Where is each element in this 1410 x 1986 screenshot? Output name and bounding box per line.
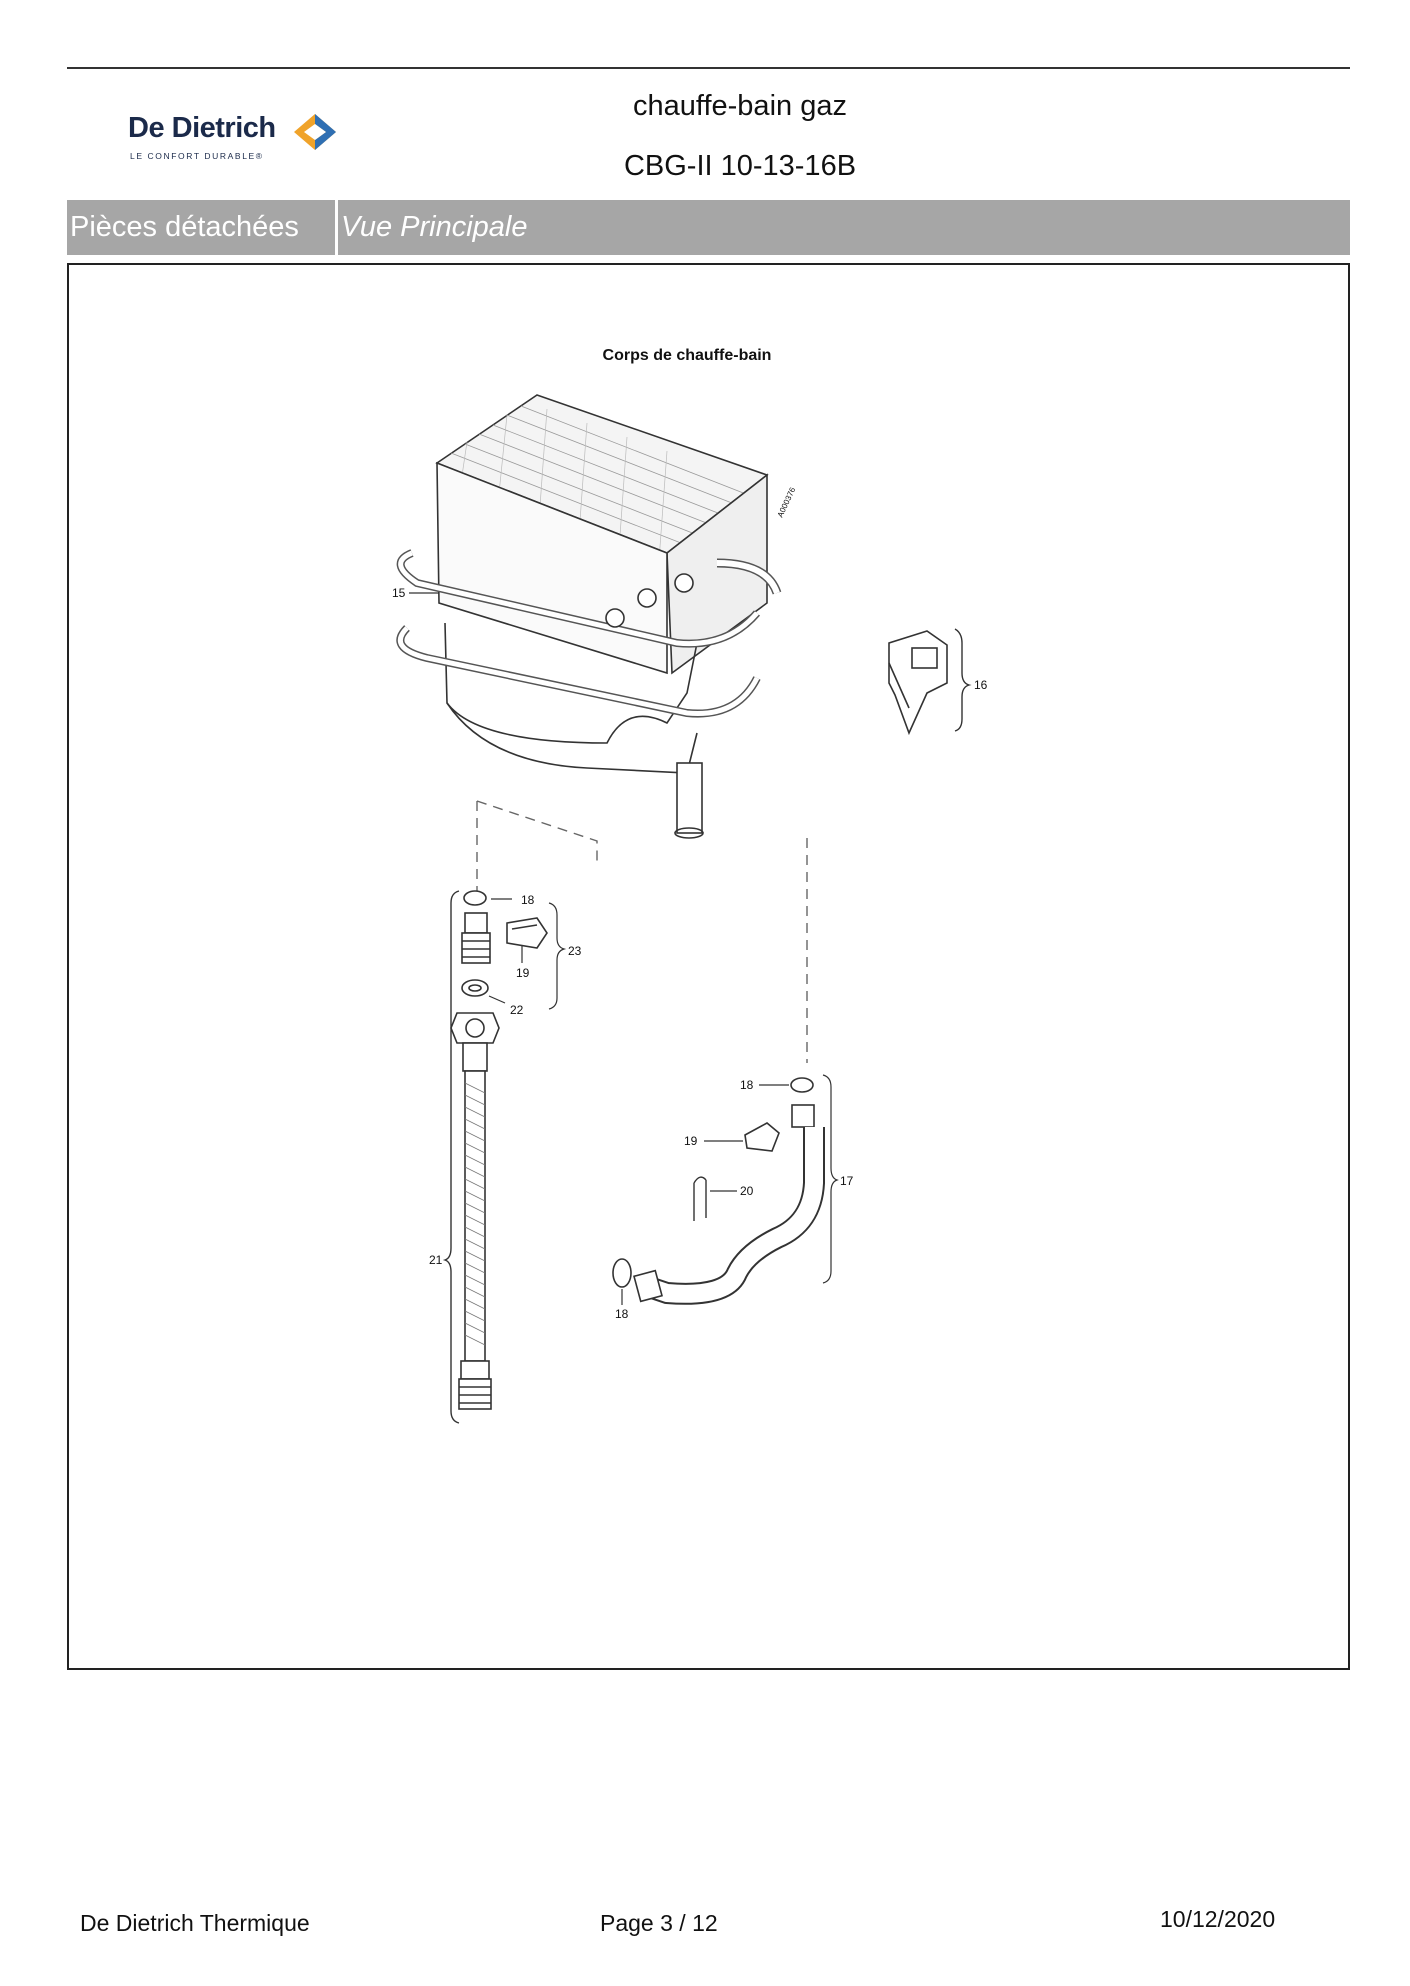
callout-16: 16 [974,678,988,692]
de-dietrich-logo: De Dietrich LE CONFORT DURABLE® [128,112,348,172]
callout-18-right: 18 [740,1078,754,1092]
footer-company: De Dietrich Thermique [80,1910,310,1936]
braided-hose-21 [450,1012,500,1410]
model-reference: CBG-II 10-13-16B [623,150,857,182]
view-label: Vue Principale [341,211,528,243]
bracket-part-16 [888,630,948,736]
section-label: Pièces détachées [70,211,299,243]
header-rule [67,67,1350,69]
outlet-pipe-17 [612,1077,825,1305]
footer-date: 10/12/2020 [1160,1906,1276,1932]
logo-brand: De Dietrich [128,112,276,144]
exploded-parts-diagram: Corps de chauffe-bain [392,347,988,1424]
callout-18-bottom: 18 [615,1307,629,1321]
left-leader-lines [488,898,567,1010]
footer-page-number: Page 3 / 12 [600,1910,718,1936]
callout-21: 21 [429,1253,443,1267]
section-divider [335,200,338,255]
callout-18-top-left: 18 [521,893,535,907]
diagram-title: Corps de chauffe-bain [603,347,772,364]
document-title: chauffe-bain gaz [633,90,847,122]
callout-22: 22 [510,1003,524,1017]
left-connector-assembly [461,890,548,997]
pipe-leader-lines [621,1074,839,1305]
callout-15: 15 [392,586,406,600]
diamond-logo-icon [294,114,336,150]
logo-tagline: LE CONFORT DURABLE® [130,151,264,161]
callout-23: 23 [568,944,582,958]
ref-code: A000376 [776,486,798,519]
connection-lines [476,800,808,1063]
callout-19-left: 19 [516,966,530,980]
heat-exchanger-body [396,394,782,839]
diagram-frame [67,263,1350,1670]
hose-bracket [442,890,460,1424]
section-bar: Pièces détachées Vue Principale [67,200,1350,255]
callout-17: 17 [840,1174,854,1188]
callout-20: 20 [740,1184,754,1198]
callout-19-right: 19 [684,1134,698,1148]
